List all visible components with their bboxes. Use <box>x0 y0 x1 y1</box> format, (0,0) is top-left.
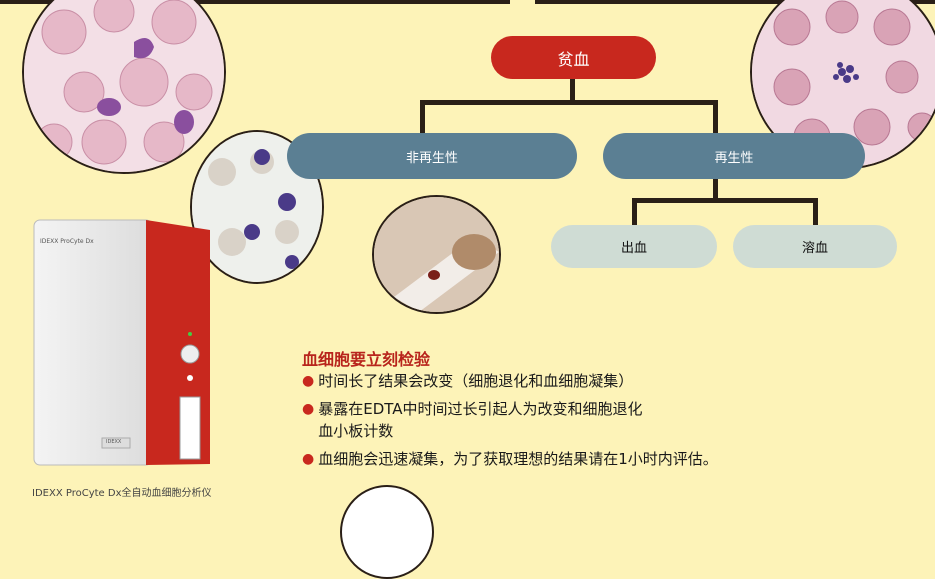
connector-horizontal-1 <box>420 100 718 105</box>
node-hemolysis-label: 溶血 <box>801 241 828 256</box>
device-panel-brand: IDEXX <box>106 439 122 445</box>
blood-smear-circle-3 <box>190 130 324 284</box>
bullet-dot: ● <box>302 451 315 467</box>
node-hemolysis: 溶血 <box>733 225 897 268</box>
top-bar-left <box>0 0 510 4</box>
connector-horizontal-2 <box>632 198 818 203</box>
notes-bullet-2-text: 暴露在EDTA中时间过长引起人为改变和细胞退化 <box>318 400 643 418</box>
node-non-regenerative: 非再生性 <box>287 133 577 179</box>
device-caption: IDEXX ProCyte Dx全自动血细胞分析仪 <box>32 488 212 499</box>
notes-title: 血细胞要立刻检验 <box>302 350 431 369</box>
node-regenerative: 再生性 <box>603 133 865 179</box>
notes-bullet-3: ● 血细胞会迅速凝集，为了获取理想的结果请在1小时内评估。 <box>302 448 718 470</box>
bullet-dot: ● <box>302 373 315 389</box>
connector-left-down <box>420 100 425 134</box>
node-non-regenerative-label: 非再生性 <box>405 150 458 166</box>
notes-list: ● 时间长了结果会改变（细胞退化和血细胞凝集） ● 暴露在EDTA中时间过长引起… <box>302 370 718 470</box>
bottom-circle-partial <box>340 485 434 579</box>
node-anemia-label: 贫血 <box>557 49 590 69</box>
top-bar-right <box>535 0 935 4</box>
connector-sub-left-down <box>632 198 637 226</box>
node-regenerative-label: 再生性 <box>714 150 754 166</box>
connector-regen-down <box>713 179 718 201</box>
blood-smear-circle-1 <box>22 0 226 174</box>
notes-bullet-1: ● 时间长了结果会改变（细胞退化和血细胞凝集） <box>302 370 718 392</box>
connector-root-down <box>570 79 575 103</box>
connector-right-down <box>713 100 718 134</box>
node-hemorrhage-label: 出血 <box>620 241 647 256</box>
notes-bullet-3-text: 血细胞会迅速凝集，为了获取理想的结果请在1小时内评估。 <box>318 450 718 468</box>
notes-bullet-2-text2: 血小板计数 <box>318 422 394 440</box>
node-hemorrhage: 出血 <box>551 225 717 268</box>
blood-drop-slide-circle <box>372 195 501 314</box>
notes-bullet-2: ● 暴露在EDTA中时间过长引起人为改变和细胞退化 血小板计数 <box>302 398 718 442</box>
bullet-dot: ● <box>302 401 315 417</box>
device-brand-label: IDEXX ProCyte Dx <box>40 238 94 245</box>
notes-bullet-1-text: 时间长了结果会改变（细胞退化和血细胞凝集） <box>318 372 634 390</box>
connector-sub-right-down <box>813 198 818 226</box>
analyzer-device: IDEXX ProCyte Dx IDEXX <box>32 212 217 470</box>
node-anemia: 贫血 <box>491 36 656 79</box>
